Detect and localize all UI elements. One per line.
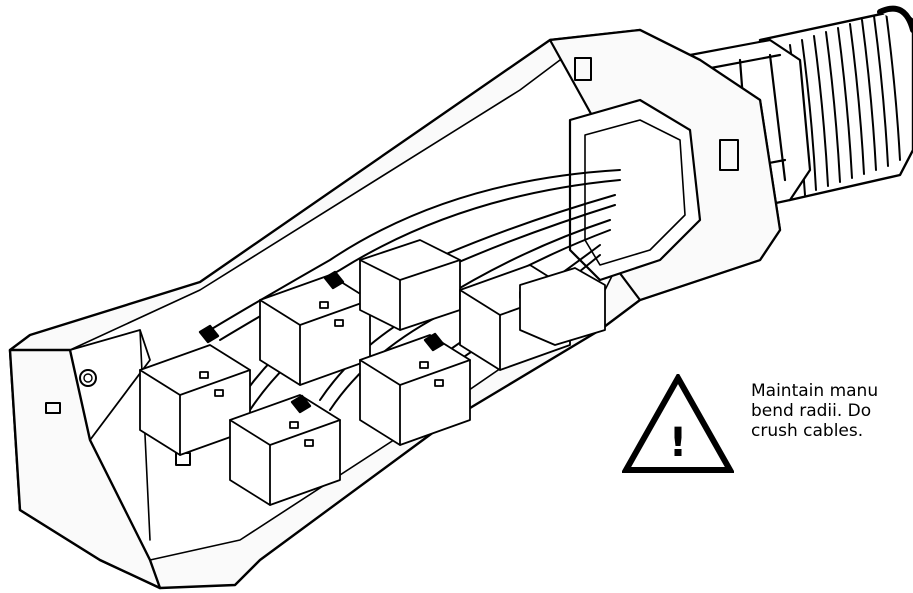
connector-module xyxy=(519,267,606,346)
connector-module xyxy=(229,394,341,506)
warning-line-1: Maintain manu xyxy=(751,381,879,401)
warning-line-2: bend radii. Do xyxy=(751,401,872,421)
connector-modules xyxy=(139,239,606,506)
connector-module xyxy=(139,344,251,456)
connector-module xyxy=(359,334,471,446)
warning-triangle-icon: ! xyxy=(622,374,734,473)
warning-message: Maintain manu bend radii. Do crush cable… xyxy=(751,381,913,441)
latch-clips xyxy=(198,270,445,414)
warning-line-3: crush cables. xyxy=(751,421,864,441)
warning-symbol: ! xyxy=(669,420,687,466)
